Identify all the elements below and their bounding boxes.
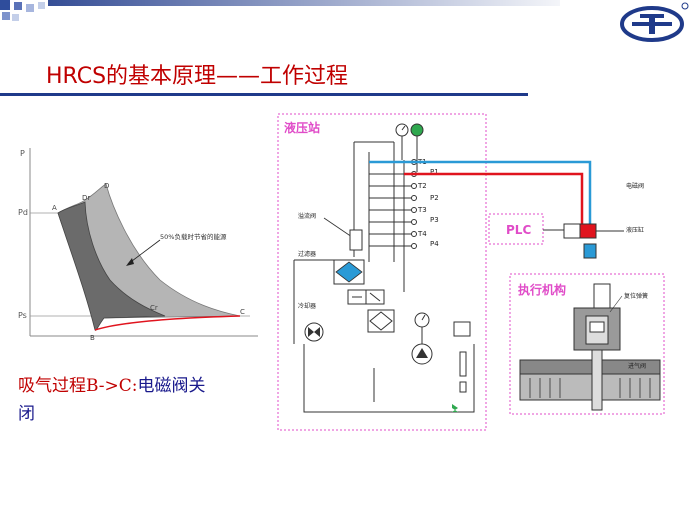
- point-cr: Cr: [150, 304, 158, 312]
- decorative-squares: [0, 0, 560, 21]
- solenoid-valve-label: 电磁阀: [626, 182, 644, 190]
- hydraulic-station-label: 液压站: [284, 120, 320, 135]
- energy-saved-region: [57, 201, 166, 331]
- suction-line: [94, 315, 241, 331]
- cooler-label: 冷却器: [298, 302, 316, 310]
- port-p1: P1: [430, 168, 439, 176]
- actuator-frame: [509, 273, 665, 415]
- blue-pipe: [369, 160, 592, 230]
- point-a: A: [52, 204, 57, 212]
- company-logo: [620, 2, 689, 42]
- port-p3: P3: [430, 216, 439, 224]
- point-dr: Dr: [82, 194, 90, 202]
- red-pipe: [404, 172, 584, 230]
- y-axis-label: P: [20, 149, 25, 158]
- caption-valve-state-cont: 闭: [18, 404, 35, 424]
- port-p4: P4: [430, 240, 439, 248]
- oil-tank: [303, 344, 475, 413]
- ps-label: Ps: [18, 311, 27, 320]
- title-underline: [0, 93, 528, 96]
- pd-label: Pd: [18, 208, 28, 217]
- hydraulic-station-frame: [277, 113, 487, 431]
- pv-diagram: P Pd Ps A Dr D Cr C B 50%负载时节省的能源: [18, 148, 258, 342]
- process-caption: 吸气过程B->C:电磁阀关 闭: [18, 372, 270, 428]
- plc-frame: [488, 213, 544, 245]
- relief-valve-label: 溢流阀: [298, 212, 316, 220]
- port-t2: T2: [417, 182, 427, 190]
- energy-annotation: 50%负载时节省的能源: [160, 232, 227, 241]
- plc-label: PLC: [506, 223, 531, 237]
- point-b: B: [90, 334, 95, 342]
- intake-valve-label: 进气阀: [628, 362, 646, 370]
- port-p2: P2: [430, 194, 439, 202]
- reset-spring-label: 复位弹簧: [624, 292, 648, 300]
- port-t3: T3: [417, 206, 427, 214]
- actuator-label: 执行机构: [518, 282, 566, 297]
- caption-valve-state: 电磁阀关: [137, 376, 206, 396]
- page-title: HRCS的基本原理——工作过程: [46, 64, 349, 89]
- point-d: D: [104, 182, 109, 190]
- point-c: C: [240, 308, 245, 316]
- port-t4: T4: [417, 230, 427, 238]
- hydraulic-schematic: 液压站 T1 P1 T2 P2 T3 P3 T4 P4 溢流阀: [277, 113, 665, 431]
- caption-process: 吸气过程B->C:: [18, 376, 138, 396]
- filter-label: 过滤器: [298, 250, 316, 258]
- hydraulic-cylinder-label: 液压缸: [626, 226, 644, 234]
